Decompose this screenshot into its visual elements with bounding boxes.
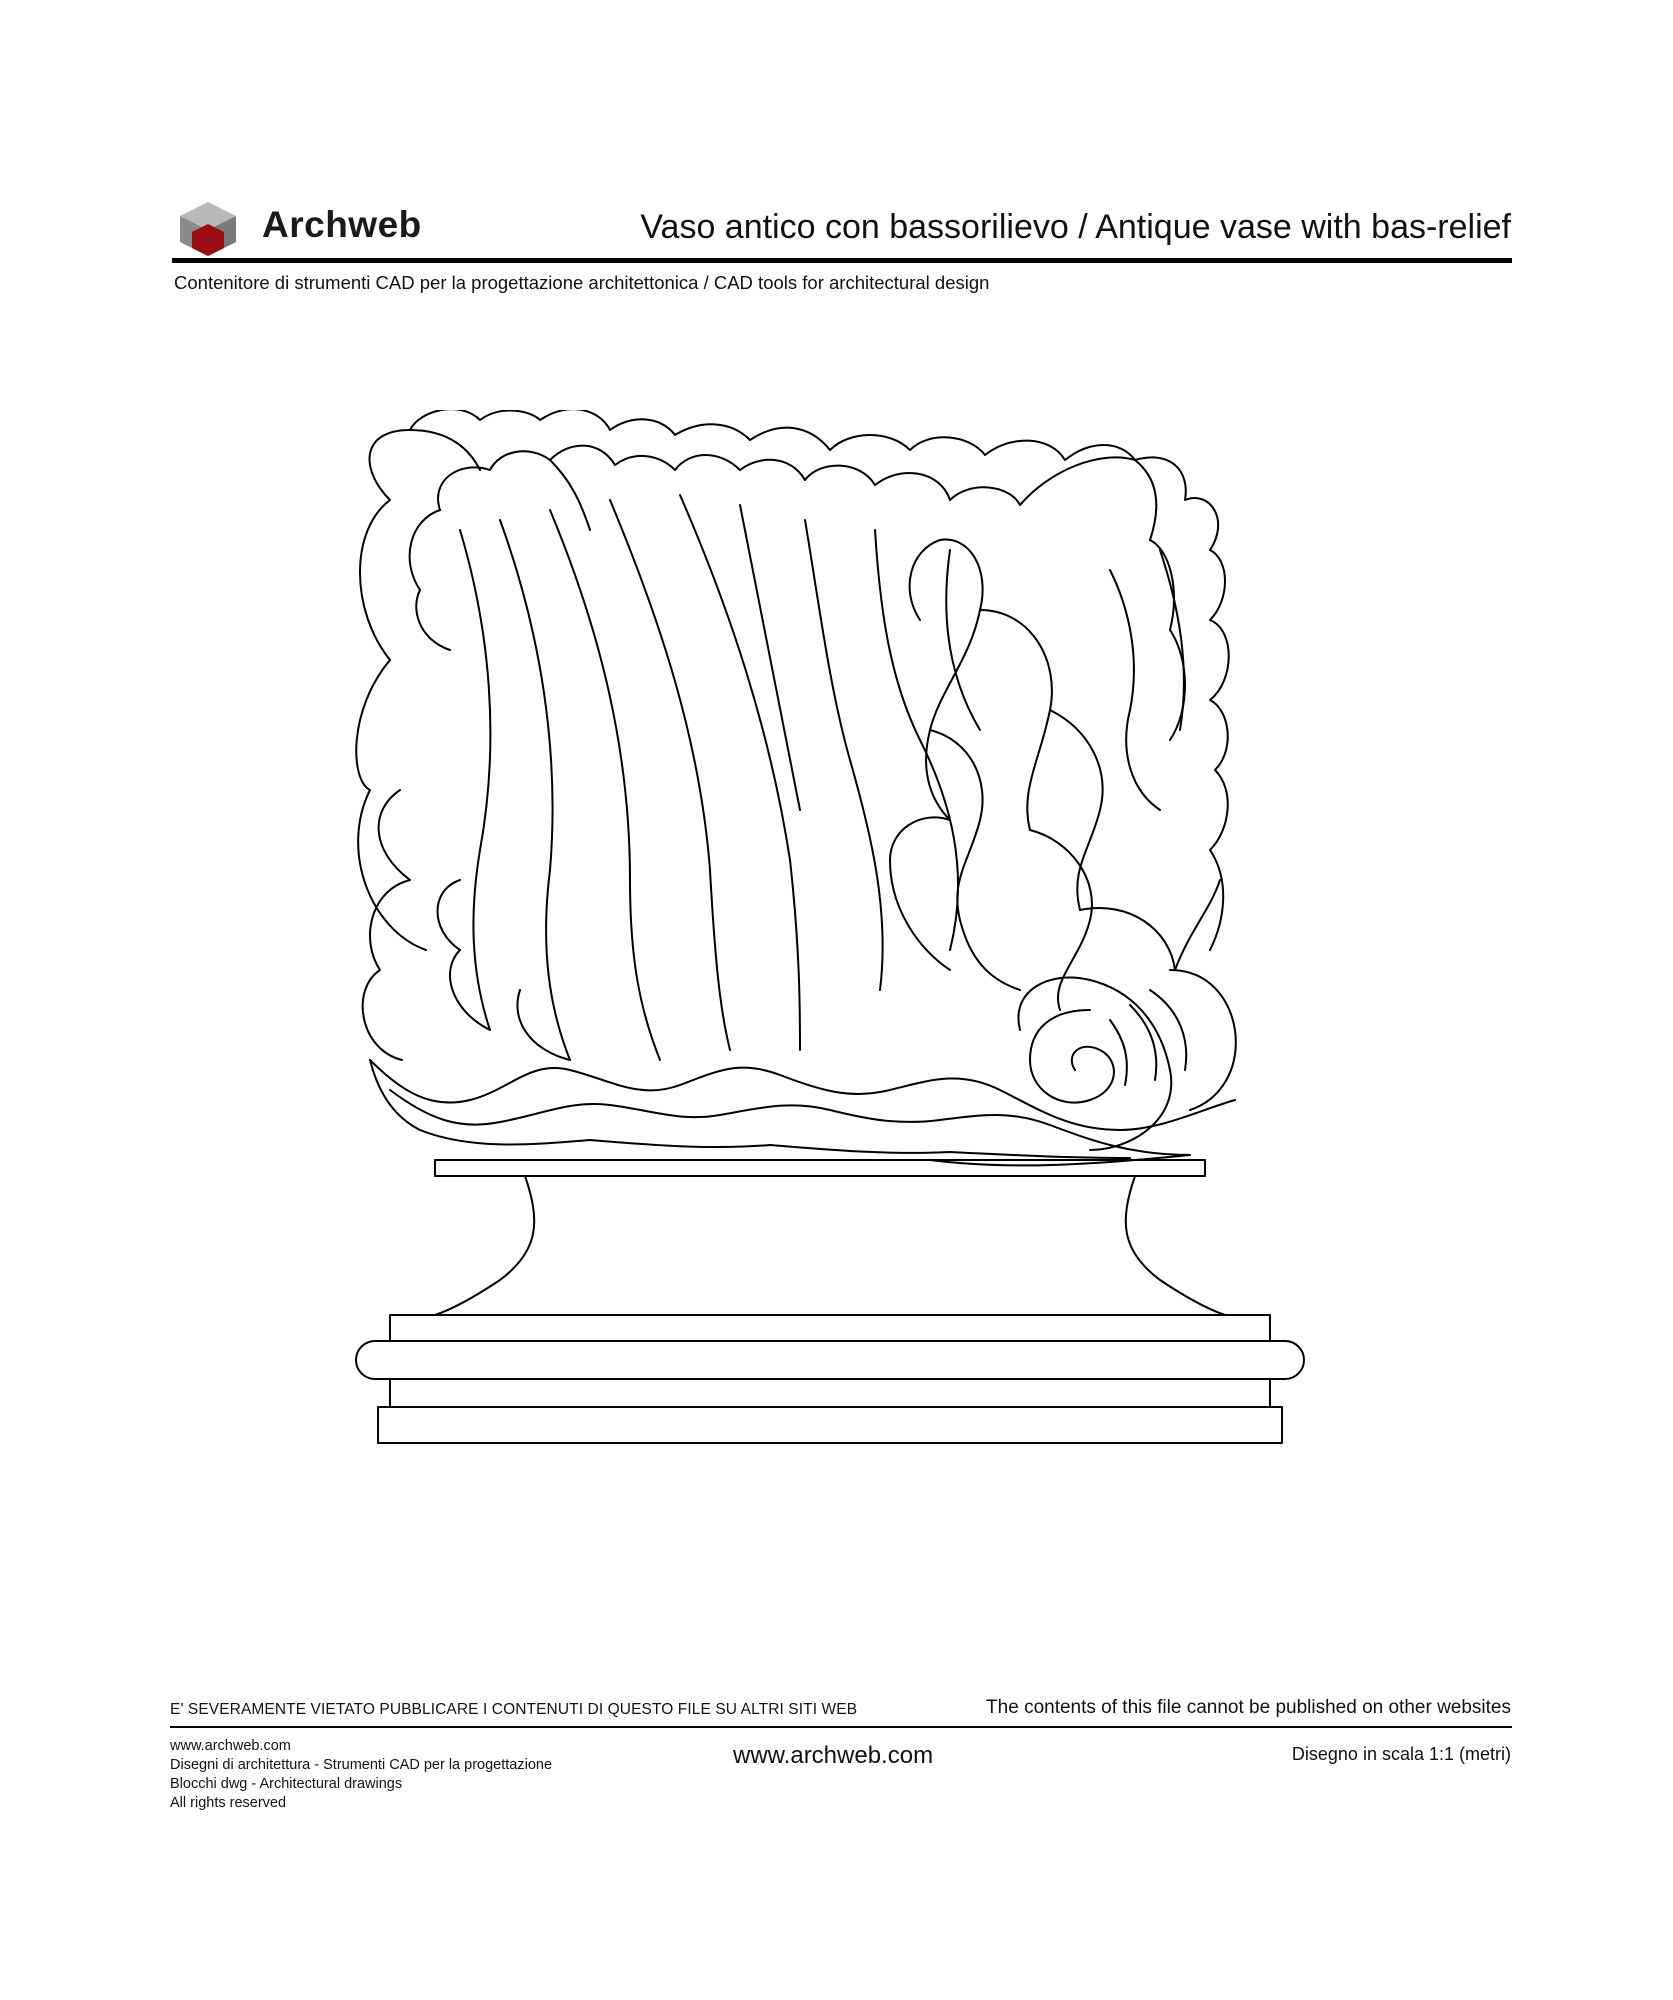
- drawing-scale: Disegno in scala 1:1 (metri): [1291, 1744, 1511, 1764]
- drawing-title: Vaso antico con bassorilievo / Antique v…: [640, 208, 1511, 246]
- copyright-notice-english: The contents of this file cannot be publ…: [986, 1697, 1511, 1718]
- header-divider: [172, 258, 1512, 263]
- vase-drawing: [355, 410, 1305, 1444]
- copyright-notice-italian: E' SEVERAMENTE VIETATO PUBBLICARE I CONT…: [170, 1701, 858, 1718]
- footer-line: Blocchi dwg - Architectural drawings: [170, 1776, 403, 1792]
- footer-line: Disegni di architettura - Strumenti CAD …: [170, 1757, 553, 1773]
- header-subtitle: Contenitore di strumenti CAD per la prog…: [174, 272, 990, 293]
- vase-foot: [355, 1159, 1305, 1444]
- brand-name: Archweb: [262, 204, 422, 245]
- vase-body: [355, 410, 1237, 1167]
- footer-line: All rights reserved: [170, 1795, 287, 1811]
- footer-line: www.archweb.com: [170, 1738, 291, 1754]
- footer-divider: [170, 1726, 1512, 1728]
- footer-website-link[interactable]: www.archweb.com: [733, 1742, 934, 1769]
- footer-info: www.archweb.com Disegni di architettura …: [170, 1737, 552, 1813]
- archweb-logo-icon: [180, 202, 236, 256]
